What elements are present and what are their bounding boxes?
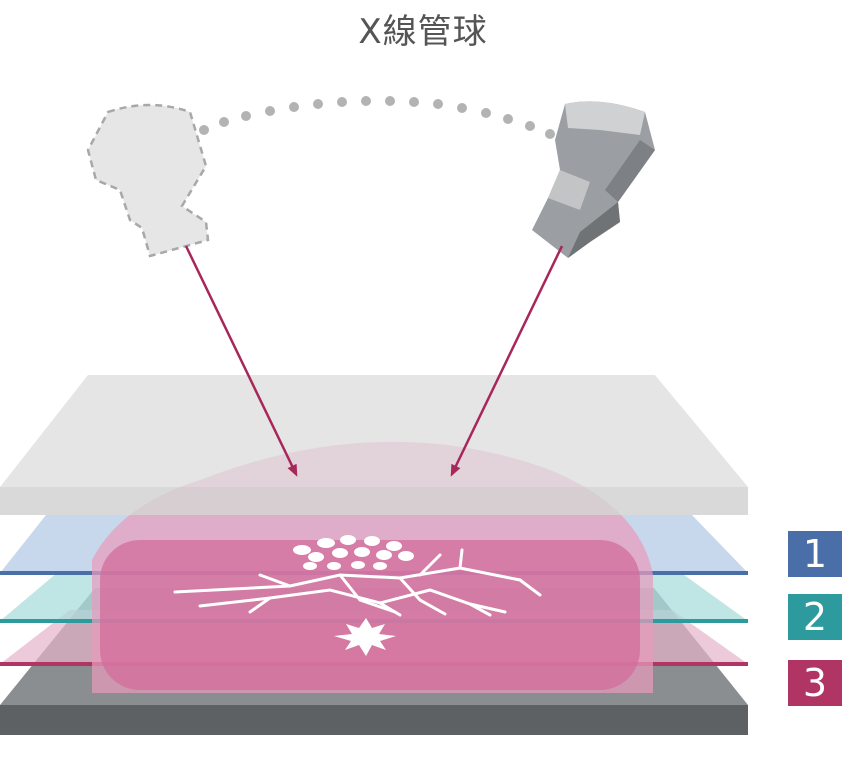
tube-motion-path <box>199 96 555 139</box>
xray-beam-arrows <box>184 245 564 477</box>
duct-branches <box>173 548 542 617</box>
beam-arrow-right <box>450 245 564 477</box>
lesion-star <box>334 618 396 656</box>
layer-badge-1: 1 <box>788 531 842 577</box>
beam-arrow-left <box>184 245 298 477</box>
xray-tube-icon <box>532 101 655 258</box>
layer-badge-3: 3 <box>788 660 842 706</box>
xray-tube-title: X線管球 <box>358 12 488 52</box>
top-plate <box>0 375 748 515</box>
xray-tube-ghost-icon <box>86 103 210 258</box>
calcifications <box>293 535 414 570</box>
layer-badge-2: 2 <box>788 594 842 640</box>
